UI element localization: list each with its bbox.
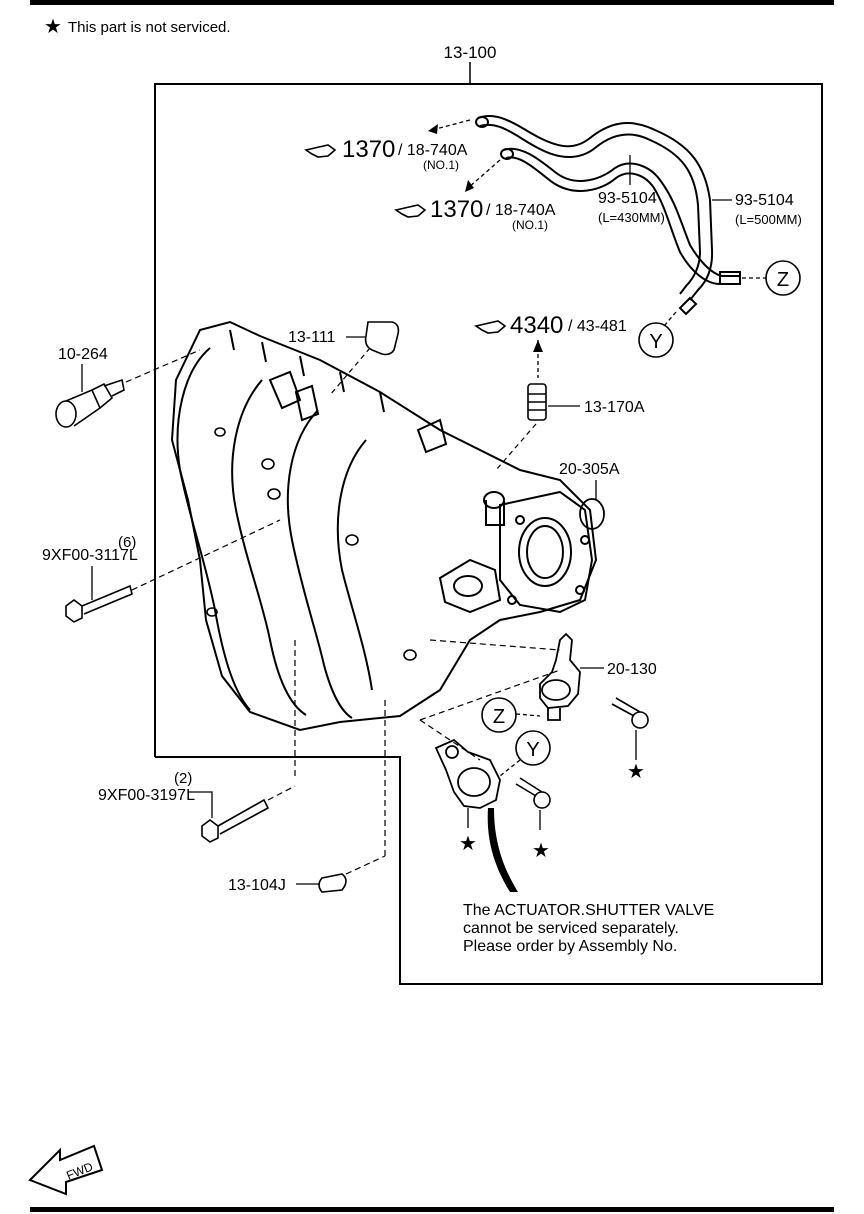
svg-text:93-5104: 93-5104 — [735, 192, 794, 209]
svg-text:1370: 1370 — [342, 136, 395, 163]
part-20-305a: 20-305A — [559, 461, 620, 530]
callout-1370-upper: 1370 / 18-740A (NO.1) — [304, 119, 471, 172]
note-line-1: The ACTUATOR.SHUTTER VALVE — [463, 902, 714, 919]
svg-text:93-5104: 93-5104 — [598, 190, 657, 207]
screw-valve: ★ — [515, 777, 551, 862]
throttle-body — [438, 490, 594, 614]
legend-star-icon: ★ — [44, 16, 62, 38]
shutter-valve: ★ — [434, 738, 501, 855]
part-13-104j: 13-104J — [228, 855, 386, 894]
part-9xf00-3117l: (6) 9XF00-3117L — [42, 534, 138, 623]
svg-text:Y: Y — [526, 739, 539, 761]
fwd-arrow-icon: FWD — [28, 1144, 104, 1196]
part-9xf00-3197l: (2) 9XF00-3197L — [98, 770, 296, 843]
svg-text:(NO.1): (NO.1) — [512, 218, 548, 232]
assembly-frame — [154, 83, 823, 985]
pointing-hand-icon — [474, 320, 507, 334]
svg-text:20-130: 20-130 — [607, 661, 657, 678]
svg-text:9XF00-3197L: 9XF00-3197L — [98, 787, 195, 804]
part-10-264: 10-264 — [55, 346, 201, 428]
hose-assembly — [475, 115, 741, 316]
part-13-111: 13-111 — [288, 321, 400, 396]
svg-text:Z: Z — [493, 706, 505, 728]
connector-z-bottom: Z — [481, 697, 541, 733]
part-20-130: 20-130 ★ — [539, 632, 657, 783]
svg-text:13-170A: 13-170A — [584, 399, 645, 416]
svg-text:(L=430MM): (L=430MM) — [598, 210, 665, 225]
svg-text:(6): (6) — [118, 534, 136, 551]
legend-text: This part is not serviced. — [68, 19, 231, 36]
hose-label-430: 93-5104 (L=430MM) — [598, 155, 665, 225]
connector-z-top: Z — [742, 260, 801, 296]
callout-4340: 4340 / 43-481 — [474, 312, 627, 378]
bottom-rule — [30, 1207, 834, 1212]
svg-text:/ 43-481: / 43-481 — [568, 318, 627, 335]
note-line-2: cannot be serviced separately. — [463, 920, 679, 937]
top-rule — [30, 0, 834, 5]
svg-text:9XF00-3117L: 9XF00-3117L — [42, 547, 138, 564]
svg-text:Z: Z — [777, 269, 789, 291]
connector-y-bottom: Y — [499, 730, 551, 777]
svg-text:FWD: FWD — [64, 1159, 95, 1182]
part-13-170a: 13-170A — [495, 383, 645, 471]
connector-y-top: Y — [638, 311, 677, 358]
note-pointer — [487, 808, 518, 892]
note-line-3: Please order by Assembly No. — [463, 938, 677, 955]
svg-text:(L=500MM): (L=500MM) — [735, 212, 802, 227]
not-serviced-star-icon: ★ — [532, 840, 550, 862]
hose-label-500: 93-5104 (L=500MM) — [712, 192, 802, 227]
svg-text:20-305A: 20-305A — [559, 461, 620, 478]
svg-text:1370: 1370 — [430, 196, 483, 223]
assembly-label: 13-100 — [444, 43, 497, 62]
pointing-hand-icon — [394, 204, 427, 218]
callout-1370-lower: 1370 / 18-740A (NO.1) — [394, 159, 556, 232]
screw-actuator — [611, 697, 649, 729]
svg-text:13-111: 13-111 — [288, 329, 336, 346]
svg-text:/ 18-740A: / 18-740A — [486, 202, 556, 219]
not-serviced-star-icon: ★ — [459, 833, 477, 855]
pointing-hand-icon — [304, 144, 337, 158]
svg-text:13-104J: 13-104J — [228, 877, 286, 894]
svg-text:/ 18-740A: / 18-740A — [398, 142, 468, 159]
svg-text:4340: 4340 — [510, 312, 563, 339]
svg-text:(2): (2) — [174, 770, 192, 787]
svg-text:(NO.1): (NO.1) — [423, 158, 459, 172]
svg-text:Y: Y — [649, 331, 662, 353]
svg-text:10-264: 10-264 — [58, 346, 108, 363]
not-serviced-star-icon: ★ — [627, 761, 645, 783]
intake-manifold — [170, 320, 598, 732]
manifold-bolt-bosses — [206, 427, 417, 661]
